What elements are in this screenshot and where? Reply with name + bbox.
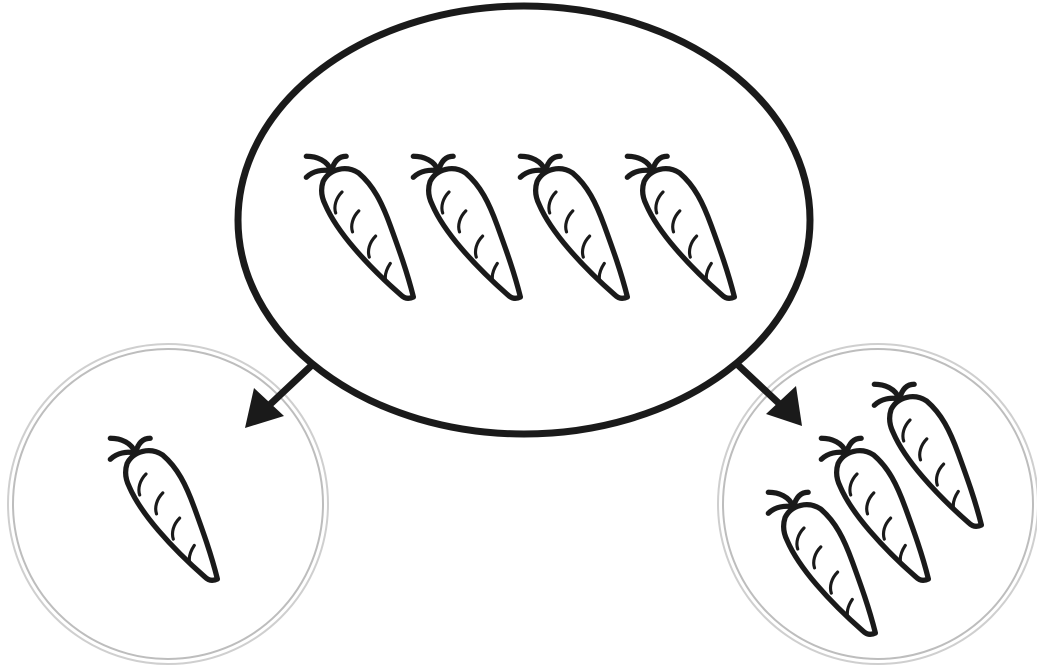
part-circle-left: [7, 343, 329, 665]
carrot-icon: [110, 438, 217, 580]
left-part-carrots: [110, 438, 217, 580]
part-circle-right: [717, 343, 1037, 665]
whole-ellipse: [234, 2, 814, 438]
arrow-to-left-part: [245, 361, 316, 428]
arrow-to-right-part: [734, 361, 802, 426]
